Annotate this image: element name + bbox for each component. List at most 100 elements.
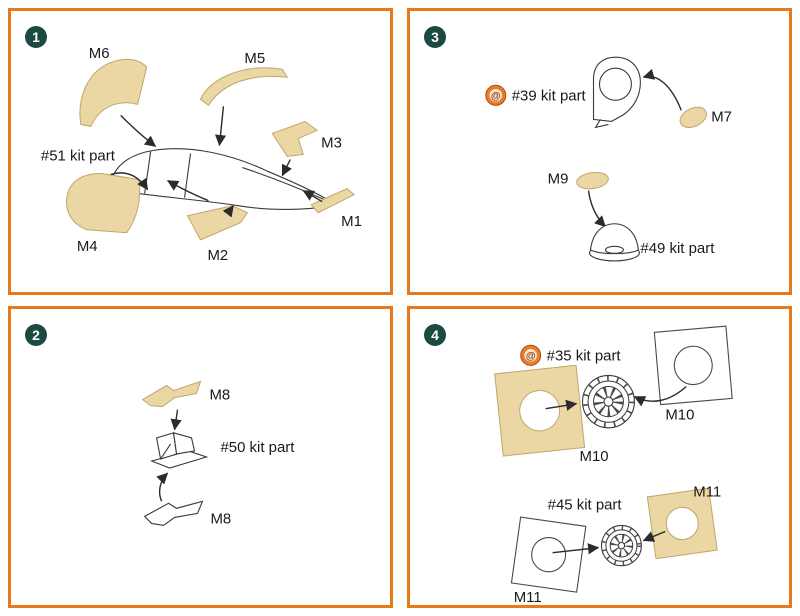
canopy-frame-line [242,167,325,201]
arrow [214,106,227,147]
canopy-outline [110,148,332,211]
wheel-hub [617,541,626,550]
mask-m5-group: M5 [199,50,289,147]
label-m8-bottom: M8 [210,510,231,527]
arrow [302,190,323,203]
label-kit-part-50: #50 kit part [220,439,295,456]
mask-shape [271,120,319,158]
label-m8-top: M8 [209,387,230,404]
mask-m4-group: M4 [66,172,149,255]
label-kit-part-51: #51 kit part [41,147,116,164]
mask-hole [531,536,567,573]
label-m2: M2 [207,247,228,264]
mask-shape [199,67,289,107]
mask-hole [665,506,699,541]
panel-1: 1 M6 M5 M3 [8,8,393,295]
arrow [642,68,682,111]
mask-m11-left-group: M11 [510,516,600,605]
label-kit-part-39: #39 kit part [512,87,587,104]
mask-shape [141,380,202,408]
mask-m2-group: M2 [186,205,249,264]
panel-2-diagram: M8 #50 kit part M8 [141,380,295,527]
tire-tread [601,525,642,566]
mask-m1-group: M1 [302,188,362,230]
mask-shape [310,188,355,214]
brand-logo-icon: @ [520,344,542,366]
label-kit-part-49: #49 kit part [640,240,715,257]
arrow [120,114,157,148]
label-m7: M7 [711,108,732,125]
mask-shape [186,205,249,241]
logo-glyph: @ [526,351,536,362]
arrow [633,385,687,407]
mask-outline-shape [143,500,204,527]
kit-part-39-drawing [592,56,641,129]
label-m4: M4 [77,238,98,255]
mask-m8-top-group: M8 [141,380,230,431]
mask-shape [576,171,609,190]
arrow [156,472,169,502]
panel-4-step-badge: 4 [424,324,446,346]
arrow [166,179,209,202]
rim-inner [593,386,624,418]
panel-2-number: 2 [32,327,40,343]
panel-1-number: 1 [32,29,40,45]
label-kit-part-45: #45 kit part [548,496,623,513]
brand-logo-icon: @ [485,84,507,106]
mask-shape [653,325,733,406]
part-dome [589,223,639,255]
logo-glyph: @ [491,91,501,102]
logo-center [489,88,503,102]
arrow [281,159,292,177]
panel-2: 2 M8 #50 kit part [8,306,393,608]
part-inner-ring [604,245,624,254]
rim-outline [605,529,638,562]
mask-shape [510,516,587,593]
panel-1-step-badge: 1 [25,26,47,48]
label-m6: M6 [89,45,110,62]
label-m10-right: M10 [665,407,694,424]
part-detail-line [160,443,172,460]
arrow [587,190,606,228]
mask-shape [79,58,148,127]
part-opening [598,67,632,101]
arrow [642,530,666,542]
label-m9: M9 [548,171,569,188]
arrow [545,399,578,411]
label-m5: M5 [244,50,265,67]
panel-3: 3 @ #39 kit part M7 [407,8,792,295]
part-outline [592,56,641,122]
panel-2-step-badge: 2 [25,324,47,346]
label-m3: M3 [321,134,342,151]
kit-part-49-drawing: #49 kit part [588,223,715,262]
panel-4-number: 4 [431,327,439,343]
canopy-drawing: #51 kit part [41,147,332,211]
mask-m8-bottom-group: M8 [143,472,231,527]
wheel-top-drawing [581,374,635,429]
label-m11-right: M11 [693,483,721,500]
wheel-bottom-drawing [600,524,642,567]
wheel-spokes [610,534,633,557]
mask-m11-right-group: M11 [642,483,721,560]
mask-m10-right-group: M10 [633,325,733,424]
rim-outline [587,380,630,423]
label-m11-left: M11 [514,589,542,605]
kit-part-50-drawing: #50 kit part [149,432,295,469]
mask-m6-group: M6 [79,45,157,148]
panel-3-diagram: @ #39 kit part M7 M9 [485,56,732,262]
mask-shape [679,106,707,128]
label-m10-left: M10 [580,448,609,465]
mask-hole [519,390,561,432]
arrow [552,543,600,555]
wheel-spokes [593,386,624,417]
wheel-hub [603,396,614,407]
mask-m7-group: M7 [642,68,732,128]
label-kit-part-35: #35 kit part [547,347,622,364]
panel-3-step-badge: 3 [424,26,446,48]
label-m1: M1 [341,213,362,230]
mask-m10-left-group: M10 [494,364,609,465]
part-foot [594,119,609,129]
logo-center [524,348,537,362]
mask-m9-group: M9 [548,171,609,228]
